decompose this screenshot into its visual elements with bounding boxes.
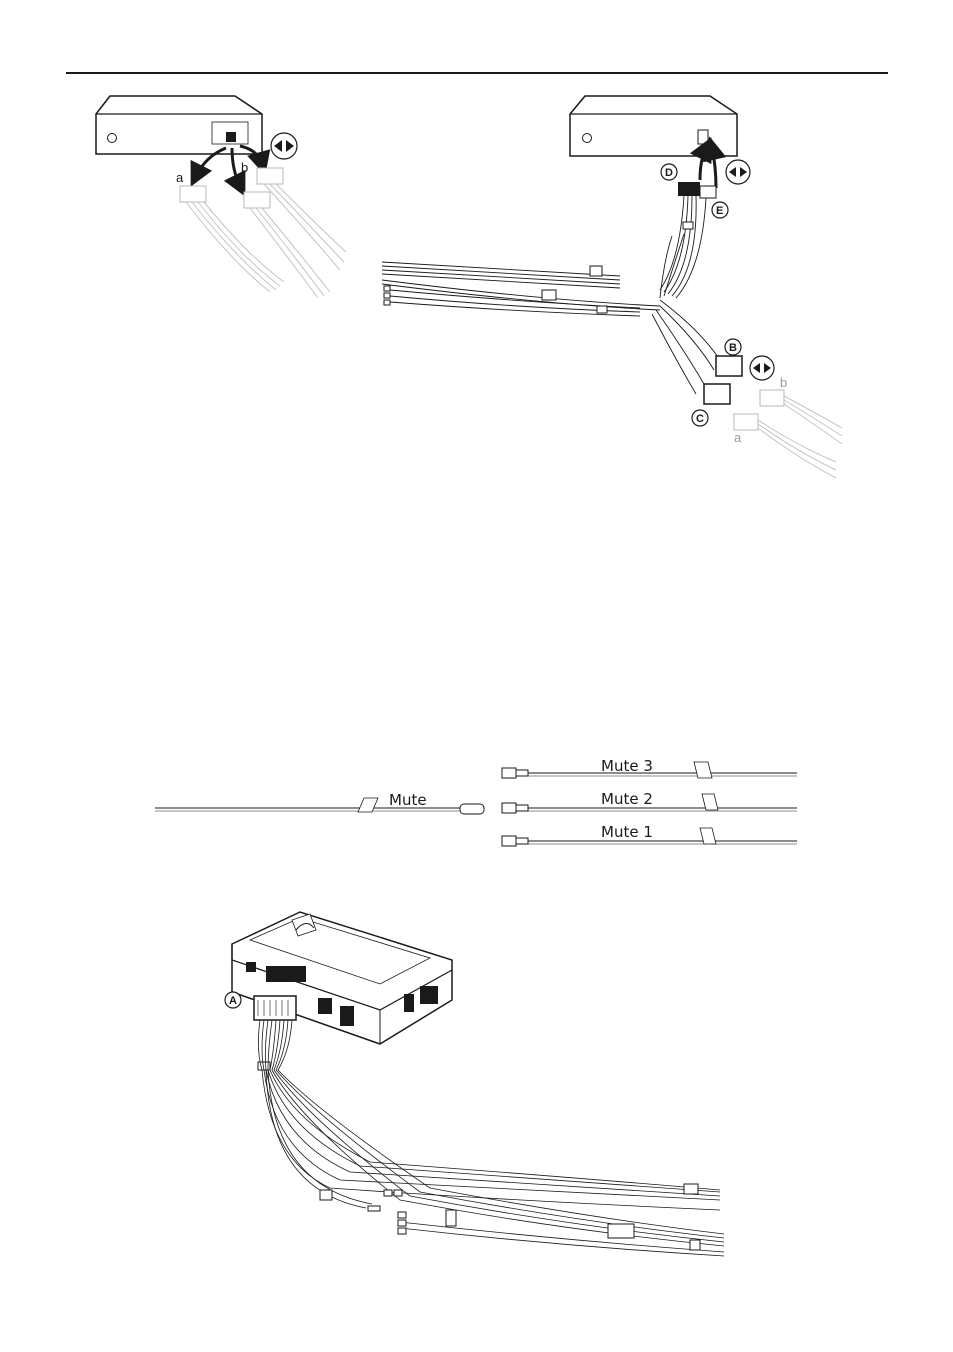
svg-text:A: A (229, 995, 237, 1007)
mute-2-label: Mute 2 (601, 790, 653, 808)
mute-1-label: Mute 1 (601, 823, 653, 841)
figure-mute: Mute Mute 3 Mute 2 Mute 1 (155, 757, 797, 846)
label-b-faded: b (780, 375, 787, 390)
figure-module: A (225, 912, 724, 1256)
label-b: b (241, 160, 248, 175)
svg-text:C: C (696, 413, 704, 425)
figure-top-left: a b (96, 96, 346, 298)
label-a: a (176, 170, 184, 185)
svg-text:B: B (729, 342, 737, 354)
figure-top-right: D E (382, 96, 842, 478)
svg-text:D: D (665, 167, 673, 179)
svg-text:E: E (716, 205, 723, 217)
mute-label: Mute (389, 791, 427, 809)
label-a-faded: a (734, 430, 742, 445)
radio-unit-right (570, 96, 737, 156)
mute-3-label: Mute 3 (601, 757, 653, 775)
